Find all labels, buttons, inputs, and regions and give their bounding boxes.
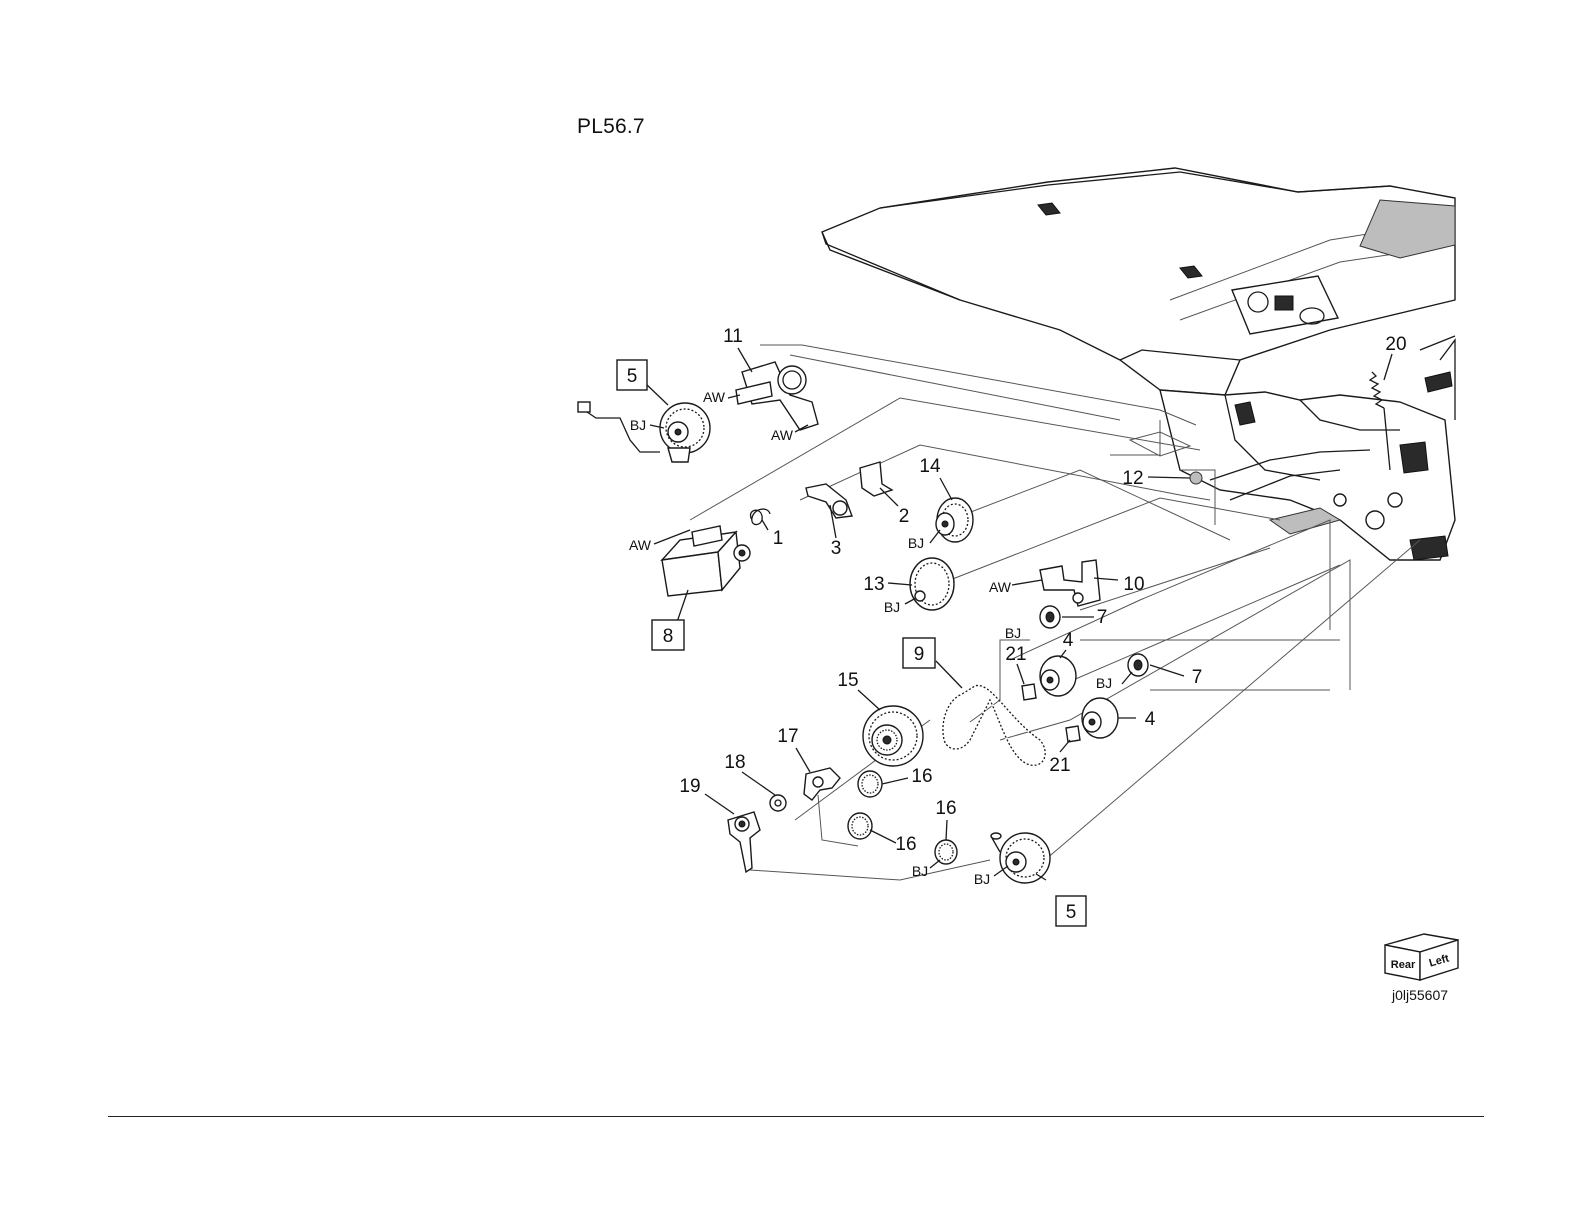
callout-16-a: 16 bbox=[911, 766, 932, 787]
pulley-part-4-lower bbox=[1082, 698, 1118, 738]
lever-part-17 bbox=[804, 768, 840, 800]
callout-4-upper: 4 bbox=[1063, 630, 1074, 651]
code-bj-1: BJ bbox=[630, 417, 646, 433]
callout-17: 17 bbox=[777, 726, 798, 747]
callout-3: 3 bbox=[831, 538, 842, 559]
code-bj-3: BJ bbox=[884, 599, 900, 615]
callout-12: 12 bbox=[1122, 468, 1143, 489]
code-bj-5: BJ bbox=[1096, 675, 1112, 691]
callout-16-c: 16 bbox=[935, 798, 956, 819]
callout-13: 13 bbox=[863, 574, 884, 595]
callout-21-upper: 21 bbox=[1005, 644, 1026, 665]
arm-part-19 bbox=[728, 812, 760, 872]
spring-part-1 bbox=[751, 509, 770, 525]
callout-5-upper: 5 bbox=[627, 366, 638, 387]
bearing-part-12 bbox=[1190, 472, 1202, 484]
code-aw-2: AW bbox=[771, 427, 794, 443]
code-aw-1: AW bbox=[703, 389, 726, 405]
code-aw-4: AW bbox=[989, 579, 1012, 595]
link-part-3 bbox=[806, 484, 852, 518]
code-bj-6: BJ bbox=[912, 863, 928, 879]
callout-14: 14 bbox=[919, 456, 941, 477]
callout-2: 2 bbox=[899, 506, 910, 527]
callout-19: 19 bbox=[679, 776, 700, 797]
callout-4-lower: 4 bbox=[1145, 709, 1156, 730]
callout-1: 1 bbox=[773, 528, 784, 549]
washer-part-18 bbox=[770, 795, 786, 811]
code-aw-3: AW bbox=[629, 537, 652, 553]
code-bj-7: BJ bbox=[974, 871, 990, 887]
clutch-part-5-lower bbox=[991, 833, 1050, 883]
callout-20: 20 bbox=[1385, 334, 1406, 355]
gear-part-14 bbox=[936, 498, 973, 542]
callout-10: 10 bbox=[1123, 574, 1144, 595]
callout-15: 15 bbox=[837, 670, 858, 691]
tray-assembly bbox=[822, 168, 1455, 560]
solenoid-part-8 bbox=[662, 526, 750, 625]
callout-16-b: 16 bbox=[895, 834, 916, 855]
callout-7-lower: 7 bbox=[1192, 667, 1203, 688]
gear-part-13 bbox=[910, 558, 954, 610]
orientation-cube: Rear Left bbox=[1385, 934, 1458, 980]
gear-part-16-b bbox=[848, 813, 872, 839]
figure-code: j0lj55607 bbox=[1391, 987, 1448, 1003]
pulley-part-4-upper bbox=[1040, 656, 1076, 696]
code-bj-4: BJ bbox=[1005, 625, 1021, 641]
clip-part-21-upper bbox=[1022, 684, 1036, 700]
code-bj-2: BJ bbox=[908, 535, 924, 551]
bracket-part-10 bbox=[1040, 560, 1100, 606]
bearing-part-7-upper bbox=[1040, 606, 1060, 628]
callout-18: 18 bbox=[724, 752, 745, 773]
gear-part-16-a bbox=[858, 771, 882, 797]
gear-part-16-c bbox=[935, 840, 957, 864]
clip-part-21-lower bbox=[1066, 726, 1080, 742]
bracket-part-11 bbox=[736, 362, 818, 430]
callout-11: 11 bbox=[723, 326, 743, 347]
gear-part-15 bbox=[863, 706, 923, 766]
attachment-codes: AW AW BJ AW BJ BJ AW BJ BJ BJ BJ bbox=[629, 389, 1112, 887]
callout-7-upper: 7 bbox=[1097, 607, 1108, 628]
callout-8: 8 bbox=[663, 626, 674, 647]
callout-21-lower: 21 bbox=[1049, 755, 1070, 776]
callout-9: 9 bbox=[914, 644, 925, 665]
footer-rule bbox=[108, 1116, 1484, 1117]
bracket-part-2 bbox=[860, 462, 892, 496]
orientation-rear-label: Rear bbox=[1391, 959, 1416, 971]
callout-5-lower: 5 bbox=[1066, 902, 1077, 923]
